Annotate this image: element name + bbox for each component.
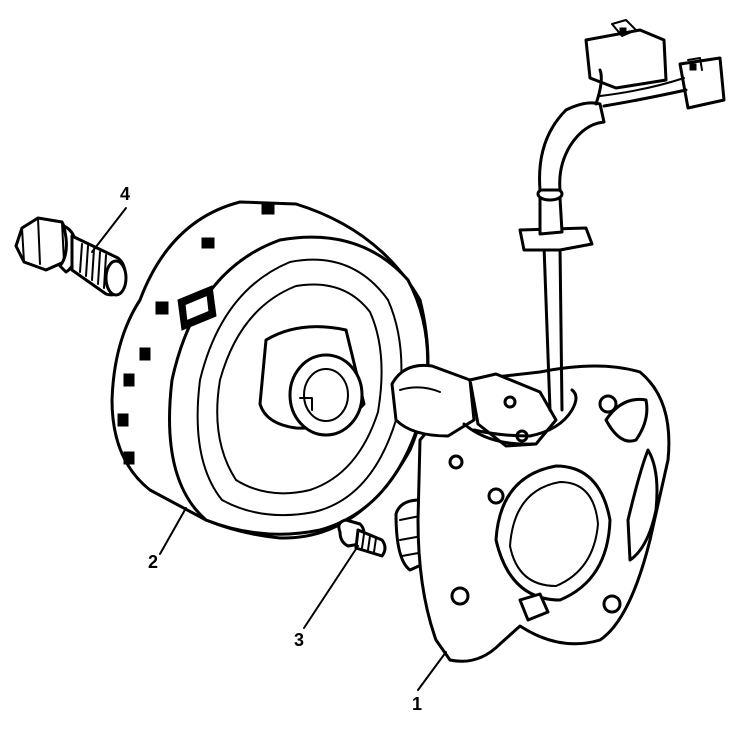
stator-part bbox=[390, 363, 671, 663]
callout-label-2: 2 bbox=[148, 552, 158, 572]
callout-label-3: 4 bbox=[120, 184, 130, 204]
screw-part bbox=[337, 518, 387, 558]
wire-harness bbox=[518, 19, 726, 412]
callout-label-4: 3 bbox=[294, 630, 304, 650]
callout-label-1: 1 bbox=[412, 694, 422, 714]
leader-line-2 bbox=[159, 507, 187, 555]
leader-line-3 bbox=[91, 207, 127, 253]
leader-line-4 bbox=[303, 545, 359, 629]
leader-lines bbox=[91, 207, 447, 691]
rotor-part bbox=[110, 200, 430, 540]
leader-line-1 bbox=[417, 651, 447, 691]
flange-bolt-part bbox=[14, 216, 128, 297]
